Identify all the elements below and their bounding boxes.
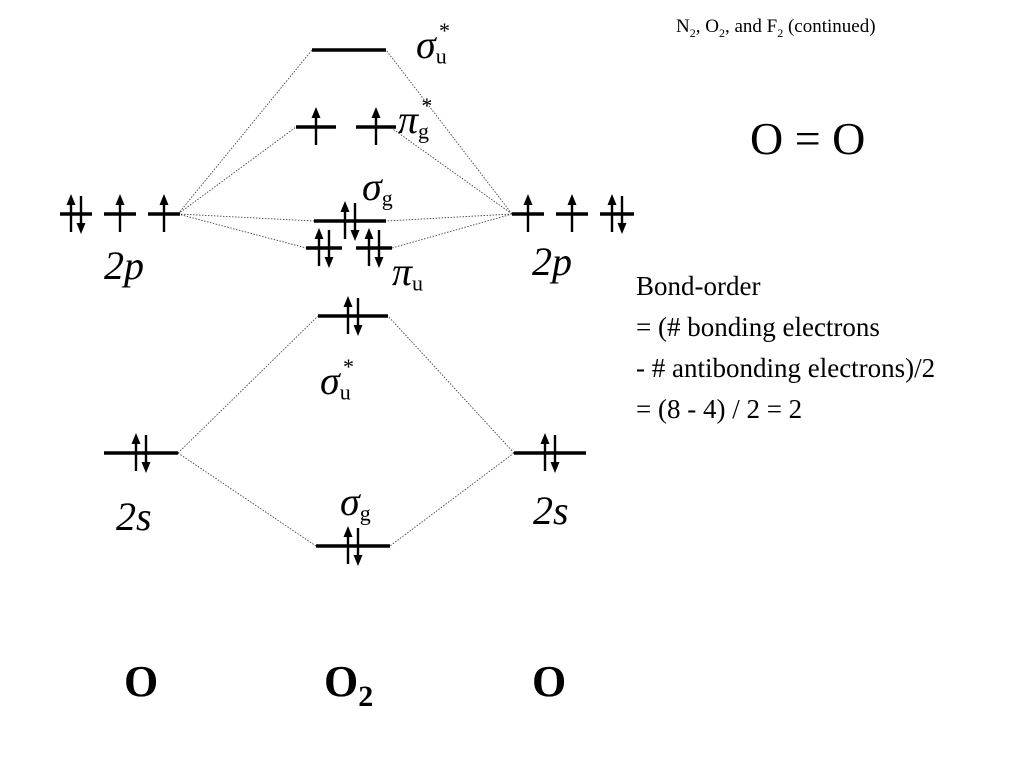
level-pi-u-a <box>306 228 342 268</box>
label-sigma-g-2s: σg <box>340 479 371 526</box>
arrow-head <box>567 194 577 205</box>
conn-left-2p-pi-u <box>177 213 307 249</box>
level-sigma-u-star-2s <box>318 296 388 336</box>
arrow-head <box>314 228 324 239</box>
conn-right-2p-pi-g-star <box>389 126 513 215</box>
label-pi-u: πu <box>392 249 424 296</box>
level-pi-g-star-a <box>296 107 336 145</box>
slide-header: N2, O2, and F2 (continued) <box>676 16 876 40</box>
lewis-formula: O = O <box>750 113 866 164</box>
bond-order-text: Bond-order = (# bonding electrons - # an… <box>636 266 935 430</box>
level-left-2p-c <box>148 194 180 232</box>
arrow-head <box>131 433 141 444</box>
conn-right-2p-pi-u <box>391 213 513 249</box>
arrow-head <box>324 257 334 268</box>
level-right-2s <box>514 433 586 473</box>
arrow-head <box>617 223 627 234</box>
arrow-head <box>523 194 533 205</box>
level-pi-u-b <box>356 228 392 268</box>
conn-right-2p-sigma-g <box>385 213 513 222</box>
correlation-lines <box>177 49 515 547</box>
conn-left-2p-sigma-g <box>177 213 315 222</box>
conn-left-2p-sigma-u-star <box>177 49 313 215</box>
level-right-2p-a <box>512 194 544 232</box>
conn-right-2s-sigma-u-star <box>387 315 515 454</box>
arrow-head <box>76 223 86 234</box>
label-left-2s: 2s <box>116 494 152 539</box>
conn-left-2s-sigma-u-star <box>177 315 319 454</box>
label-pi-g-star: πg* <box>398 93 433 144</box>
arrow-head <box>371 107 381 118</box>
level-right-2p-c <box>600 194 634 234</box>
arrow-head <box>115 194 125 205</box>
arrow-head <box>540 433 550 444</box>
label-right-2p: 2p <box>532 239 572 284</box>
arrow-head <box>374 257 384 268</box>
bond-order-line-3: - # antibonding electrons)/2 <box>636 353 936 383</box>
label-left-2p: 2p <box>104 243 144 288</box>
arrow-head <box>343 526 353 537</box>
arrow-head <box>159 194 169 205</box>
bond-order-line-4: = (8 - 4) / 2 = 2 <box>636 394 803 424</box>
energy-levels <box>60 48 634 566</box>
bond-order-line-2: = (# bonding electrons <box>636 312 880 342</box>
level-pi-g-star-b <box>356 107 396 145</box>
arrow-head <box>66 194 76 205</box>
arrow-head <box>550 462 560 473</box>
molecule-label: O2 <box>324 657 374 713</box>
label-sigma-g-2p: σg <box>362 164 393 211</box>
label-right-2s: 2s <box>533 488 569 533</box>
level-left-2p-a <box>60 194 92 234</box>
level-sigma-g-2p <box>314 201 386 241</box>
arrow-head <box>350 230 360 241</box>
conn-right-2s-sigma-g <box>389 452 515 547</box>
conn-right-2p-sigma-u-star <box>385 49 513 215</box>
arrow-head <box>353 325 363 336</box>
label-sigma-u-star-2p: σu* <box>416 18 451 69</box>
level-sigma-g-2s <box>316 526 390 566</box>
conn-left-2p-pi-g-star <box>177 126 297 215</box>
arrow-head <box>141 462 151 473</box>
arrow-head <box>364 228 374 239</box>
atom-label-left: O <box>124 657 159 706</box>
bond-order-line-1: Bond-order <box>636 271 761 301</box>
level-right-2p-b <box>556 194 588 232</box>
label-sigma-u-star-2s: σu* <box>320 354 355 405</box>
arrow-head <box>343 296 353 307</box>
level-left-2s <box>104 433 178 473</box>
atom-label-right: O <box>532 657 567 706</box>
arrow-head <box>353 555 363 566</box>
arrow-head <box>340 201 350 212</box>
arrow-head <box>607 194 617 205</box>
arrow-head <box>311 107 321 118</box>
conn-left-2s-sigma-g <box>177 452 317 547</box>
level-left-2p-b <box>104 194 136 232</box>
